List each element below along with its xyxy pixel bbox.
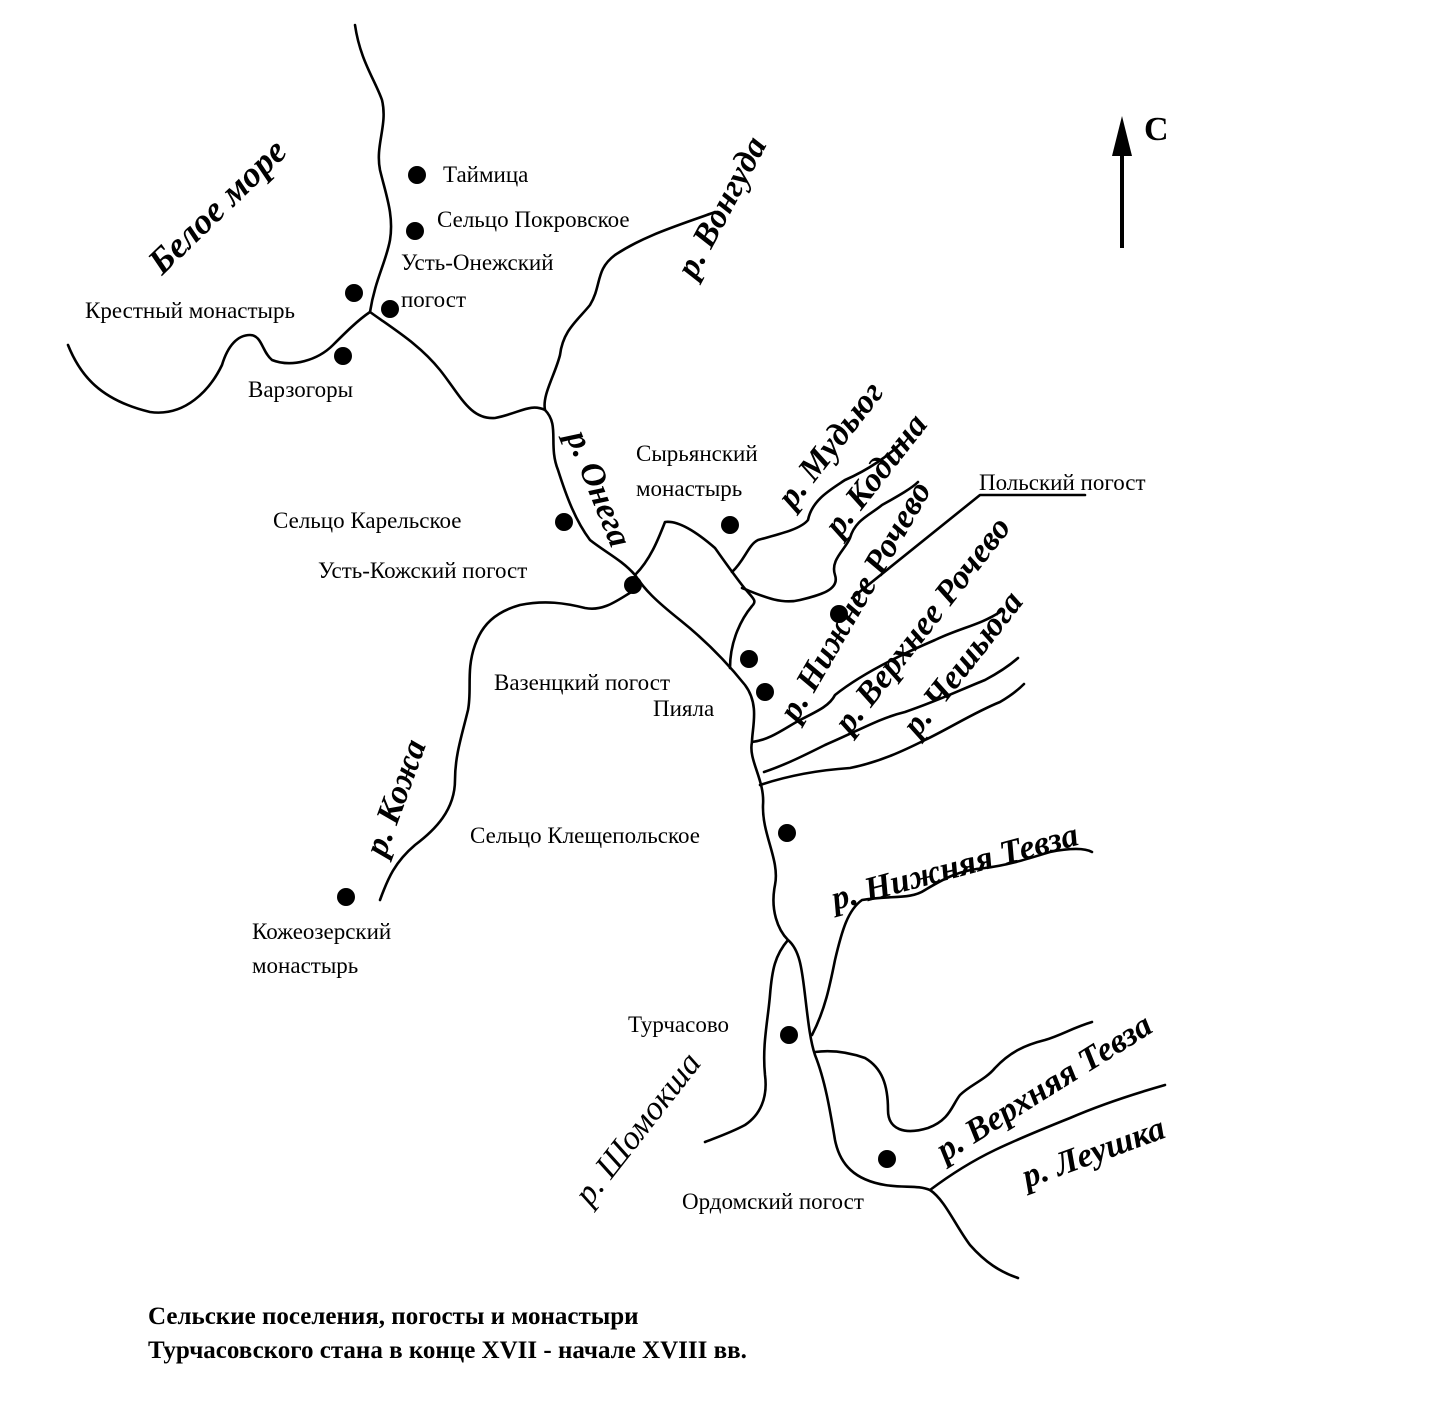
river-channel-syryansky <box>633 520 756 670</box>
north-arrow-label: С <box>1144 111 1169 148</box>
label-white-sea: Белое море <box>139 131 294 283</box>
label-ordomsky: Ордомский погост <box>682 1189 864 1214</box>
river-line-onega-north <box>353 23 393 314</box>
leader-line-polsky-pogost <box>850 493 1087 600</box>
label-turchasovo: Турчасово <box>628 1012 729 1037</box>
river-line-nizhnee-rochevo <box>750 610 1002 744</box>
label-seltso-karelskoe: Сельцо Карельское <box>273 508 461 533</box>
map-caption-line-2: Турчасовского стана в конце XVII - начал… <box>148 1337 747 1364</box>
river-line-cheshyuga <box>758 682 1026 787</box>
map-caption: Сельские поселения, погосты и монастыри … <box>148 1300 747 1368</box>
river-line-mudyug <box>730 440 904 574</box>
settlement-dot-ordomsky <box>878 1150 896 1168</box>
label-river-kozha: р. Кожа <box>357 735 434 864</box>
label-seltso-pokrovskoe: Сельцо Покровское <box>437 207 630 232</box>
place-labels: Таймица Сельцо Покровское Усть-Онежский … <box>85 162 1146 1214</box>
label-piyala: Пияла <box>653 696 714 721</box>
river-line-nizhnyaya-tevza <box>810 847 1094 1037</box>
river-line-kozha <box>378 588 637 902</box>
river-line-kodina <box>740 480 920 603</box>
river-line-verkhnee-rochevo <box>762 656 1020 774</box>
label-taymitsa: Таймица <box>443 162 528 187</box>
settlement-dot-turchasovo <box>780 1026 798 1044</box>
river-line-verkhnyaya-tevza <box>813 1020 1094 1133</box>
river-line-leushka <box>928 1083 1167 1192</box>
settlement-dot-taymitsa <box>408 166 426 184</box>
label-seltso-kleshchepolskoe: Сельцо Клещепольское <box>470 823 700 848</box>
label-river-onega: р. Онега <box>557 422 638 552</box>
settlement-dot-syryansky <box>721 516 739 534</box>
settlement-dot-krestny-monastyr <box>345 284 363 302</box>
label-river-leushka: р. Леушка <box>1014 1110 1170 1197</box>
settlement-dot-varzogory <box>334 347 352 365</box>
label-ust-onezhsky-line1: Усть-Онежский <box>401 250 554 275</box>
map-caption-line-1: Сельские поселения, погосты и монастыри <box>148 1303 639 1330</box>
coastline-white-sea <box>66 310 372 414</box>
label-kozheozersky-line1: Кожеозерский <box>252 919 391 944</box>
north-arrow: С <box>1112 111 1169 248</box>
label-krestny-monastyr: Крестный монастырь <box>85 298 295 323</box>
settlement-dot-seltso-kleshchepolskoe <box>778 824 796 842</box>
settlement-dot-kozheozersky <box>337 888 355 906</box>
label-syryansky-line2: монастырь <box>636 476 742 501</box>
label-syryansky-line1: Сырьянский <box>636 441 758 466</box>
settlement-dot-seltso-pokrovskoe <box>406 222 424 240</box>
label-polsky-pogost: Польский погост <box>979 470 1146 495</box>
label-kozheozersky-line2: монастырь <box>252 953 358 978</box>
settlement-dot-ust-onezhsky <box>381 300 399 318</box>
settlement-dot-seltso-karelskoe <box>555 513 573 531</box>
settlement-dot-vazentsky <box>740 650 758 668</box>
river-line-shomoksha <box>703 938 790 1144</box>
label-ust-kozhsky: Усть-Кожский погост <box>318 558 527 583</box>
settlement-dot-ust-kozhsky <box>624 576 642 594</box>
label-river-vonguda: р. Вонгуда <box>668 130 774 286</box>
settlement-dot-polsky-pogost <box>830 605 848 623</box>
settlements-layer <box>334 166 896 1168</box>
label-varzogory: Варзогоры <box>248 377 353 402</box>
rivers-layer <box>66 23 1167 1280</box>
label-ust-onezhsky-line2: погост <box>401 287 466 312</box>
river-line-vonguda <box>543 210 717 412</box>
settlement-dot-piyala <box>756 683 774 701</box>
label-river-nizhnyaya-tevza: р. Нижняя Тевза <box>825 816 1083 918</box>
label-vazentsky: Вазенцкий погост <box>494 670 670 695</box>
north-arrow-head-icon <box>1112 116 1132 156</box>
